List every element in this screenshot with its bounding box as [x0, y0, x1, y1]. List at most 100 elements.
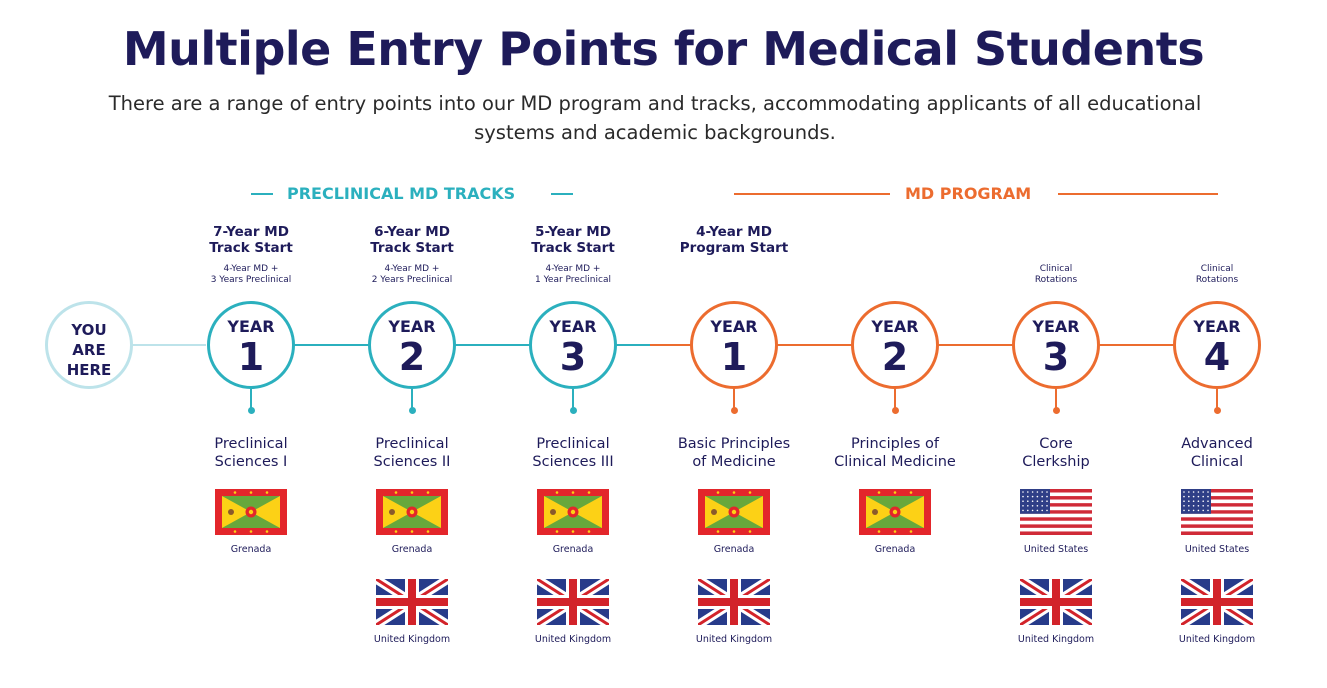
uk-flag-icon	[537, 579, 609, 625]
location-label-united-kingdom: United Kingdom	[695, 634, 773, 645]
you-are-here-line-2: ARE	[72, 341, 106, 359]
you-are-here-marker: YOU ARE HERE	[45, 301, 133, 389]
grenada-flag-icon	[537, 489, 609, 535]
note-line: 4-Year MD +	[384, 264, 440, 274]
step-4-course-name: Basic Principles of Medicine	[659, 435, 809, 471]
year-label: YEAR	[227, 317, 275, 336]
track-start-title-line: Track Start	[531, 240, 615, 256]
track-start-title-line: Track Start	[370, 240, 454, 256]
location-label-united-states: United States	[1184, 544, 1250, 555]
grenada-flag-icon	[215, 489, 287, 535]
step-5-stem	[894, 389, 896, 409]
location-label-united-kingdom: United Kingdom	[373, 634, 451, 645]
course-name-line: Preclinical	[375, 436, 449, 452]
note-line: Rotations	[1034, 275, 1078, 285]
note-line: 4-Year MD +	[545, 264, 601, 274]
location-label-grenada: Grenada	[713, 544, 755, 555]
track-start-title-line: 6-Year MD	[374, 224, 450, 240]
year-label: YEAR	[388, 317, 436, 336]
course-name-line: of Medicine	[692, 454, 776, 470]
year-label: YEAR	[1193, 317, 1241, 336]
course-name-line: Sciences I	[214, 454, 288, 470]
note-line: 4-Year MD +	[223, 264, 279, 274]
grenada-flag-icon	[698, 489, 770, 535]
preclinical-line-right	[551, 193, 573, 195]
course-name-line: Clinical	[1190, 454, 1244, 470]
location-label-united-states: United States	[1023, 544, 1089, 555]
preclinical-line-left	[251, 193, 273, 195]
uk-flag-icon	[698, 579, 770, 625]
md-program-line-right	[1058, 193, 1218, 195]
page-subtitle: There are a range of entry points into o…	[108, 92, 1202, 144]
note-line: 2 Years Preclinical	[371, 275, 453, 285]
year-number: 4	[1203, 335, 1231, 379]
course-name-line: Sciences II	[373, 454, 451, 470]
you-are-here-line-3: HERE	[66, 361, 112, 379]
course-name-line: Core	[1039, 436, 1073, 452]
step-1-stem	[250, 389, 252, 409]
step-3-stem	[572, 389, 574, 409]
course-name-line: Basic Principles	[677, 436, 791, 452]
step-1-note: 4-Year MD +3 Years Preclinical	[176, 264, 326, 286]
year-label: YEAR	[1032, 317, 1080, 336]
course-name-line: Preclinical	[536, 436, 610, 452]
page-title: Multiple Entry Points for Medical Studen…	[122, 22, 1205, 76]
note-line: Clinical	[1200, 264, 1234, 274]
track-start-title-line: Track Start	[209, 240, 293, 256]
year-number: 3	[559, 335, 587, 379]
step-6-stem	[1055, 389, 1057, 409]
step-3-dot	[569, 407, 577, 414]
step-2-dot	[408, 407, 416, 414]
step-3-note: 4-Year MD +1 Year Preclinical	[498, 264, 648, 286]
step-6-dot	[1052, 407, 1060, 414]
location-label-grenada: Grenada	[874, 544, 916, 555]
note-line: 3 Years Preclinical	[210, 275, 292, 285]
year-number: 2	[398, 335, 426, 379]
md-program-section-label: MD PROGRAM	[905, 184, 1032, 203]
location-label-united-kingdom: United Kingdom	[1178, 634, 1256, 645]
location-label-grenada: Grenada	[552, 544, 594, 555]
step-7-dot	[1213, 407, 1221, 414]
step-2-stem	[411, 389, 413, 409]
uk-flag-icon	[376, 579, 448, 625]
grenada-flag-icon	[376, 489, 448, 535]
uk-flag-icon	[1020, 579, 1092, 625]
track-start-title-line: 5-Year MD	[535, 224, 611, 240]
location-label-grenada: Grenada	[391, 544, 433, 555]
year-number: 2	[881, 335, 909, 379]
md-program-line-left	[734, 193, 890, 195]
note-line: Rotations	[1195, 275, 1239, 285]
track-start-title-line: 7-Year MD	[213, 224, 289, 240]
you-are-here-line-1: YOU	[71, 321, 107, 339]
uk-flag-icon	[1181, 579, 1253, 625]
step-5-dot	[891, 407, 899, 414]
year-number: 1	[237, 335, 265, 379]
step-4-dot	[730, 407, 738, 414]
step-7-stem	[1216, 389, 1218, 409]
note-line: Clinical	[1039, 264, 1073, 274]
preclinical-section-label: PRECLINICAL MD TRACKS	[287, 184, 516, 203]
course-name-line: Preclinical	[214, 436, 288, 452]
step-2-note: 4-Year MD +2 Years Preclinical	[337, 264, 487, 286]
track-start-title-line: Program Start	[679, 240, 789, 256]
step-1-dot	[247, 407, 255, 414]
location-label-united-kingdom: United Kingdom	[1017, 634, 1095, 645]
track-start-title-line: 4-Year MD	[696, 224, 772, 240]
note-line: 1 Year Preclinical	[535, 275, 611, 285]
grenada-flag-icon	[859, 489, 931, 535]
